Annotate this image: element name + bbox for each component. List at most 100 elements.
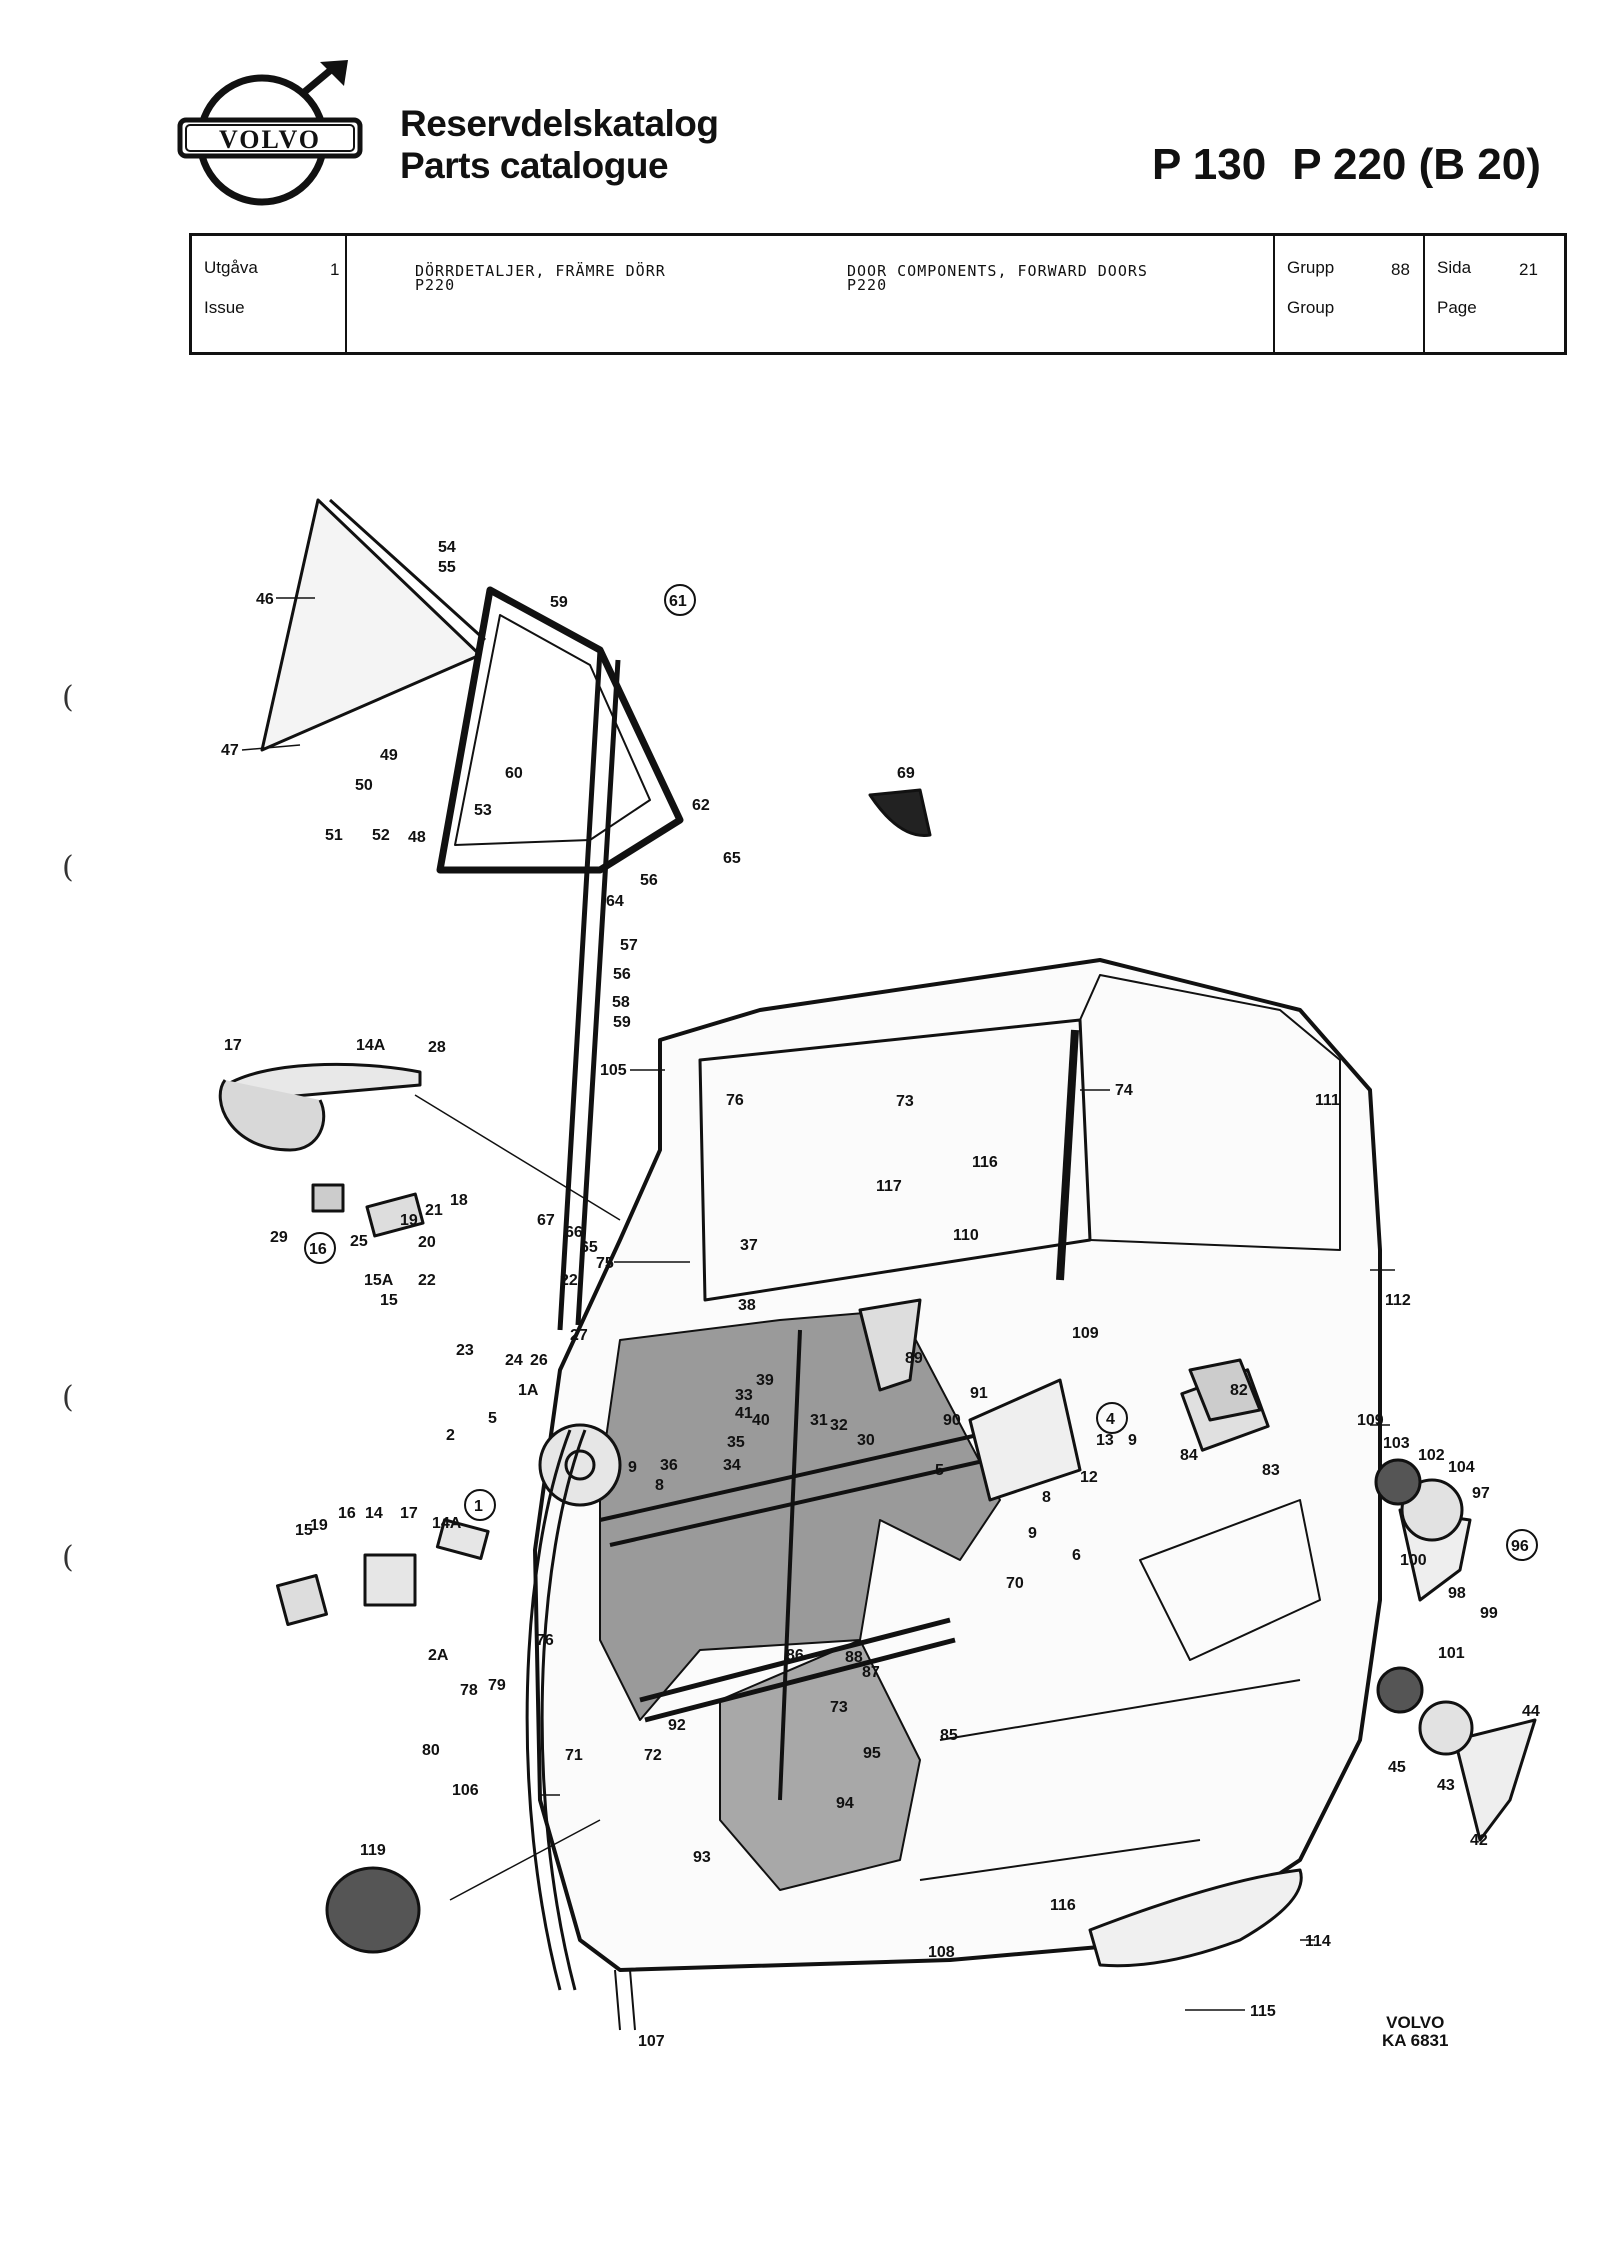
callout-label: 27: [570, 1327, 588, 1344]
vent-glass: [260, 498, 487, 752]
stamp-code: KA 6831: [1382, 2031, 1449, 2050]
callout-label: 41: [735, 1405, 753, 1422]
callout-label: 8: [1042, 1489, 1051, 1506]
callout-label: 117: [876, 1178, 902, 1195]
callout-label: 49: [380, 747, 398, 764]
page-value: 21: [1519, 260, 1538, 279]
callout-label: 33: [735, 1387, 753, 1404]
callout-label: 115: [1250, 2003, 1276, 2020]
callout-label: 38: [738, 1297, 756, 1314]
callout-label: 92: [668, 1717, 686, 1734]
callout-label: 9: [1128, 1432, 1137, 1449]
callout-label: 96: [1511, 1538, 1529, 1555]
model-p130: P 130: [1152, 140, 1267, 189]
callout-label: 80: [422, 1742, 440, 1759]
callout-label: 83: [1262, 1462, 1280, 1479]
callout-label: 97: [1472, 1485, 1490, 1502]
callout-label: 29: [270, 1229, 288, 1246]
model-p220: P 220 (B 20): [1292, 140, 1541, 189]
callout-label: 79: [488, 1677, 506, 1694]
callout-label: 24: [505, 1352, 523, 1369]
callout-label: 25: [350, 1233, 368, 1250]
page-label-en: Page: [1437, 298, 1477, 317]
callout-label: 15: [380, 1292, 398, 1309]
callout-label: 114: [1305, 1933, 1331, 1950]
callout-label: 94: [836, 1795, 854, 1812]
callout-label: 58: [612, 994, 630, 1011]
inner-handle-46: [1453, 1718, 1537, 1842]
callout-label: 100: [1400, 1552, 1427, 1569]
callout-label: 5: [488, 1410, 497, 1427]
callout-label: 35: [727, 1434, 745, 1451]
callout-label: 104: [1448, 1459, 1475, 1476]
callout-label: 59: [550, 594, 568, 611]
page-cell: Sida Page 21: [1425, 236, 1567, 352]
callout-label: 105: [600, 1062, 627, 1079]
callout-label: 1: [474, 1498, 483, 1515]
callout-label: 50: [355, 777, 373, 794]
catalogue-title: Reservdelskatalog Parts catalogue: [400, 103, 719, 187]
callout-label: 30: [857, 1432, 875, 1449]
callout-label: 64: [606, 893, 624, 910]
callout-label: 56: [640, 872, 658, 889]
issue-label-sv: Utgåva: [204, 258, 258, 277]
callout-label: 73: [896, 1093, 914, 1110]
callout-label: 23: [456, 1342, 474, 1359]
callout-label: 22: [418, 1272, 436, 1289]
stamp-brand: VOLVO: [1386, 2013, 1445, 2032]
window-regulator: [599, 1428, 1011, 1547]
callout-label: 116: [972, 1154, 998, 1171]
callout-label: 17: [224, 1037, 242, 1054]
callout-label: 19: [400, 1212, 418, 1229]
callout-label: 109: [1357, 1412, 1384, 1429]
callout-label: 37: [740, 1237, 758, 1254]
volvo-badge: [325, 1866, 421, 1954]
callout-label: 112: [1385, 1292, 1411, 1309]
callout-label: 14A: [356, 1037, 386, 1054]
callout-label: 34: [723, 1457, 741, 1474]
group-label-sv: Grupp: [1287, 258, 1335, 277]
callout-label: 85: [940, 1727, 958, 1744]
title-swedish: Reservdelskatalog: [400, 103, 719, 144]
callout-label: 57: [620, 937, 638, 954]
callout-label: 43: [1437, 1777, 1455, 1794]
callout-label: 44: [1522, 1703, 1540, 1720]
callout-label: 42: [1470, 1832, 1488, 1849]
callout-label: 1A: [518, 1382, 539, 1399]
callout-label: 75: [596, 1255, 614, 1272]
volvo-logo: VOLVO: [177, 60, 363, 206]
desc-en-line1: DOOR COMPONENTS, FORWARD DOORS: [847, 262, 1148, 280]
desc-en-line2: P220: [847, 276, 888, 294]
logo-wordmark: VOLVO: [219, 125, 321, 154]
callout-label: 51: [325, 827, 343, 844]
callout-label: 31: [810, 1412, 828, 1429]
callout-label: 67: [537, 1212, 555, 1229]
callout-label: 87: [862, 1664, 880, 1681]
callout-label: 16: [338, 1505, 356, 1522]
callout-label: 108: [928, 1944, 955, 1961]
callout-label: 76: [536, 1632, 554, 1649]
issue-value: 1: [330, 260, 340, 279]
margin-mark: (: [62, 680, 74, 715]
model-designation: P 130 P 220 (B 20): [1152, 140, 1567, 190]
callout-label: 62: [692, 797, 710, 814]
callout-label: 111: [1315, 1092, 1340, 1109]
callout-label: 15A: [364, 1272, 394, 1289]
callout-label: 8: [655, 1477, 664, 1494]
issue-cell: Utgåva Issue 1: [192, 236, 347, 352]
callout-label: 119: [360, 1842, 386, 1859]
armrest: [1088, 1868, 1303, 1968]
callout-label: 90: [943, 1412, 961, 1429]
callout-label: 53: [474, 802, 492, 819]
callout-label: 99: [1480, 1605, 1498, 1622]
callout-label: 17: [400, 1505, 418, 1522]
callout-label: 46: [256, 591, 274, 608]
callout-label: 78: [460, 1682, 478, 1699]
callout-label: 73: [830, 1699, 848, 1716]
group-value: 88: [1391, 260, 1410, 279]
callout-label: 70: [1006, 1575, 1024, 1592]
callout-label: 65: [580, 1239, 598, 1256]
callout-label: 103: [1383, 1435, 1410, 1452]
callout-label: 9: [1028, 1525, 1037, 1542]
